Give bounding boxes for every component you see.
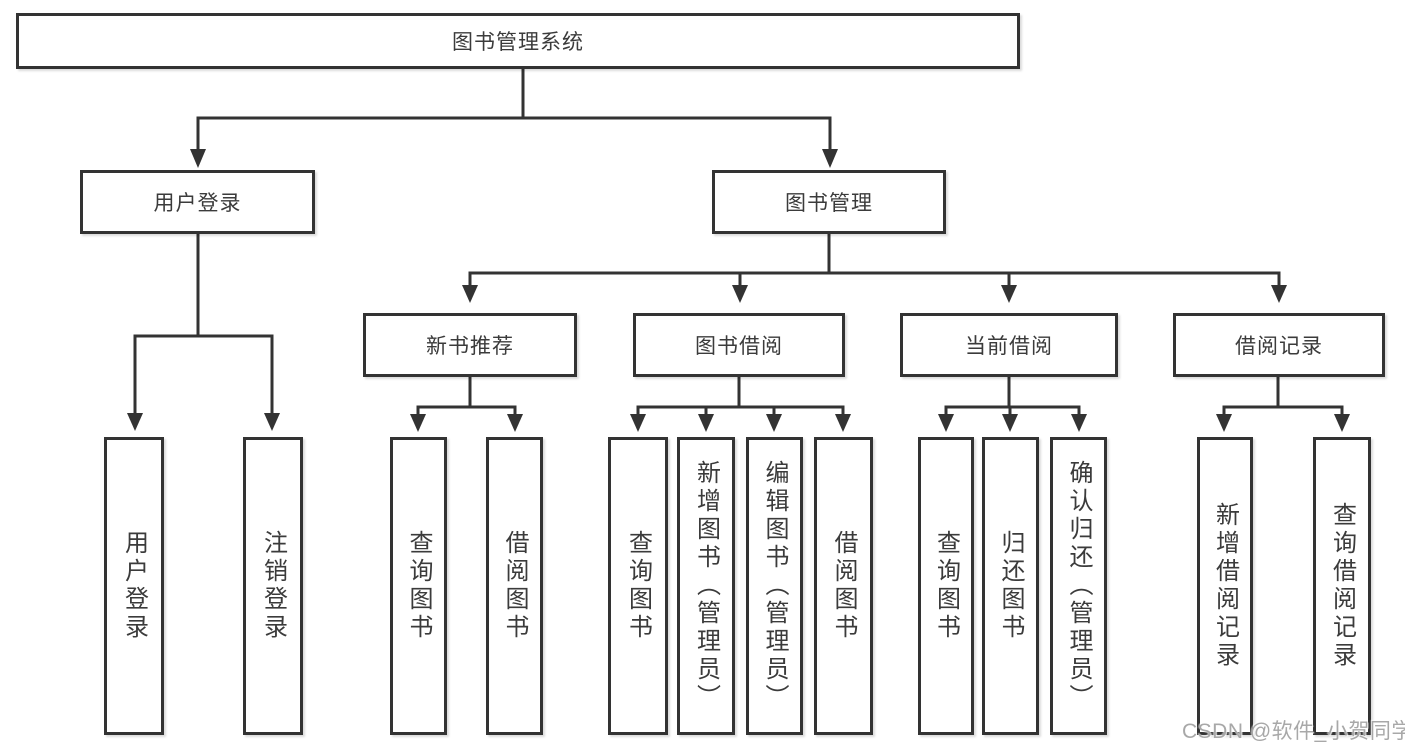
arrowhead bbox=[1001, 285, 1017, 303]
node-current-borrow: 当前借阅 bbox=[900, 313, 1118, 377]
leaf-confirm-return-admin: 确认归还（管理员） bbox=[1050, 437, 1107, 735]
node-label: 新书推荐 bbox=[426, 335, 514, 358]
leaf-label: 归还图书 bbox=[997, 530, 1024, 642]
leaf-label: 借阅图书 bbox=[830, 530, 857, 642]
leaf-label: 确认归还（管理员） bbox=[1065, 460, 1092, 712]
arrowhead bbox=[410, 414, 426, 432]
leaf-query-books-recommend: 查询图书 bbox=[390, 437, 447, 735]
node-label: 图书管理 bbox=[785, 192, 873, 215]
node-book-management: 图书管理 bbox=[712, 170, 946, 234]
leaf-logout: 注销登录 bbox=[243, 437, 303, 735]
leaf-label: 查询图书 bbox=[405, 530, 432, 642]
arrowhead bbox=[1271, 285, 1287, 303]
arrowhead bbox=[1002, 414, 1018, 432]
node-user-login: 用户登录 bbox=[80, 170, 315, 234]
leaf-label: 查询图书 bbox=[624, 530, 652, 642]
leaf-borrow-books-recommend: 借阅图书 bbox=[486, 437, 543, 735]
leaf-label: 查询借阅记录 bbox=[1328, 502, 1356, 670]
arrowhead bbox=[190, 149, 206, 168]
node-borrow-records: 借阅记录 bbox=[1173, 313, 1385, 377]
node-new-book-recommend: 新书推荐 bbox=[363, 313, 577, 377]
leaf-label: 新增借阅记录 bbox=[1211, 502, 1239, 670]
arrowhead bbox=[630, 414, 646, 432]
node-library-management-system: 图书管理系统 bbox=[16, 13, 1020, 69]
arrowhead bbox=[1071, 414, 1087, 432]
node-book-borrow: 图书借阅 bbox=[633, 313, 845, 377]
node-label: 用户登录 bbox=[153, 192, 242, 215]
node-label: 图书借阅 bbox=[695, 335, 783, 358]
csdn-watermark: CSDN @软件_小贺同学 bbox=[1182, 720, 1405, 743]
arrowhead bbox=[127, 413, 143, 431]
arrowhead bbox=[462, 285, 478, 303]
leaf-edit-books-admin: 编辑图书（管理员） bbox=[746, 437, 803, 735]
leaf-label: 用户登录 bbox=[120, 530, 148, 642]
leaf-label: 注销登录 bbox=[259, 530, 287, 642]
leaf-user-login: 用户登录 bbox=[104, 437, 164, 735]
leaf-query-books-borrow: 查询图书 bbox=[608, 437, 668, 735]
arrowhead bbox=[698, 414, 714, 432]
arrowhead bbox=[938, 414, 954, 432]
leaf-label: 新增图书（管理员） bbox=[692, 460, 720, 712]
node-label: 借阅记录 bbox=[1235, 335, 1323, 358]
arrowhead bbox=[766, 414, 782, 432]
leaf-label: 查询图书 bbox=[932, 530, 960, 642]
leaf-label: 编辑图书（管理员） bbox=[761, 460, 788, 712]
arrowhead bbox=[507, 414, 523, 432]
leaf-query-books-current: 查询图书 bbox=[918, 437, 974, 735]
node-label: 当前借阅 bbox=[965, 335, 1053, 358]
arrowhead bbox=[1334, 414, 1350, 432]
arrowhead bbox=[1216, 414, 1232, 432]
leaf-query-borrow-record: 查询借阅记录 bbox=[1313, 437, 1371, 735]
node-label: 图书管理系统 bbox=[452, 31, 584, 54]
leaf-label: 借阅图书 bbox=[501, 530, 528, 642]
leaf-add-borrow-record: 新增借阅记录 bbox=[1197, 437, 1253, 735]
leaf-return-books: 归还图书 bbox=[982, 437, 1039, 735]
arrowhead bbox=[732, 285, 748, 303]
arrowhead bbox=[264, 413, 280, 431]
leaf-borrow-books: 借阅图书 bbox=[814, 437, 873, 735]
arrowhead bbox=[835, 414, 851, 432]
arrowhead bbox=[822, 149, 838, 168]
leaf-add-books-admin: 新增图书（管理员） bbox=[677, 437, 735, 735]
